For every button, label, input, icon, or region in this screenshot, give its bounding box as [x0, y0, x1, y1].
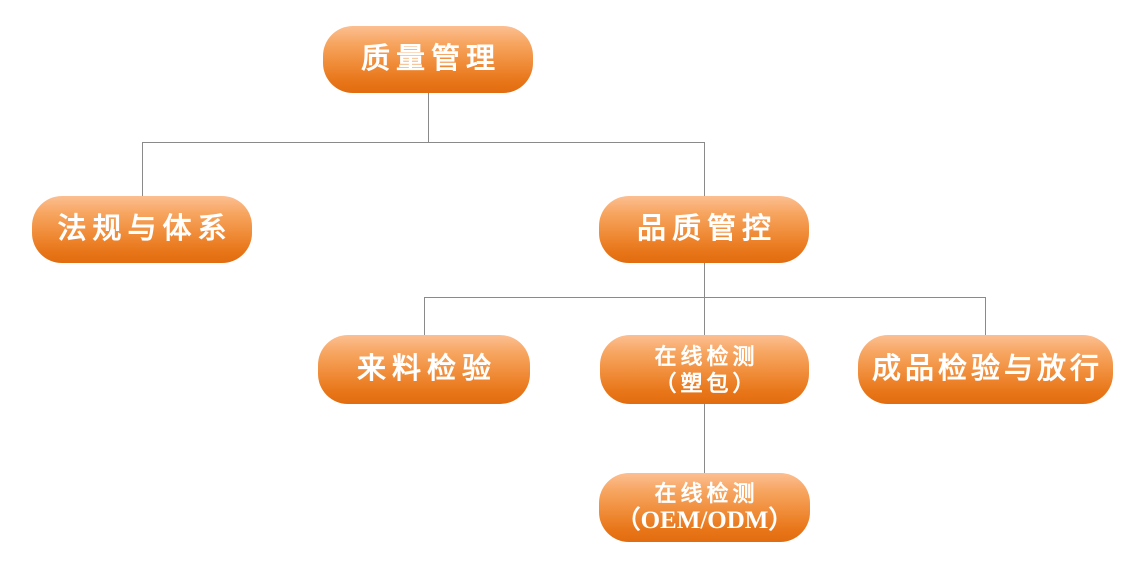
- node-quality-control: 品质管控: [599, 196, 809, 263]
- node-quality-management-label: 质量管理: [360, 42, 501, 75]
- node-incoming-inspection: 来料检验: [318, 335, 530, 404]
- connector-quality-control-out: [704, 263, 705, 297]
- node-online-testing-plastic: 在线检测 （塑包）: [600, 335, 809, 404]
- connector-online-oem-drop: [704, 404, 705, 473]
- node-online-testing-plastic-sublabel: （塑包）: [654, 370, 759, 396]
- connector-regulations-drop: [142, 142, 143, 196]
- node-quality-management: 质量管理: [323, 26, 533, 93]
- node-online-testing-oem-odm-label: 在线检测: [654, 481, 759, 506]
- node-online-testing-oem-odm-sublabel: （OEM/ODM）: [615, 507, 794, 534]
- node-online-testing-plastic-label: 在线检测: [654, 343, 759, 369]
- node-regulations-and-system: 法规与体系: [32, 196, 252, 263]
- node-finished-goods-release-label: 成品检验与放行: [871, 352, 1103, 385]
- connector-online-plastic-drop: [704, 297, 705, 335]
- connector-root-drop: [428, 93, 429, 142]
- node-incoming-inspection-label: 来料检验: [356, 352, 497, 385]
- connector-finished-goods-drop: [985, 297, 986, 335]
- node-regulations-and-system-label: 法规与体系: [57, 212, 233, 245]
- node-quality-control-label: 品质管控: [636, 212, 777, 245]
- node-online-testing-oem-odm: 在线检测 （OEM/ODM）: [599, 473, 810, 542]
- connector-quality-control-drop: [704, 142, 705, 196]
- connector-level2-rail: [142, 142, 705, 143]
- node-finished-goods-release: 成品检验与放行: [858, 335, 1113, 404]
- connector-incoming-drop: [424, 297, 425, 335]
